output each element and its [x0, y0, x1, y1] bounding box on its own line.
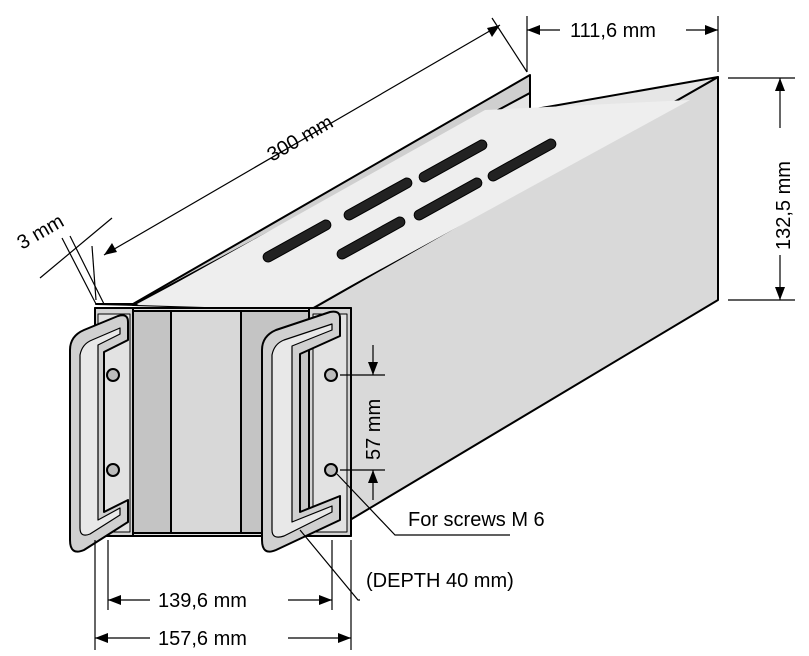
arrow-icon	[705, 25, 718, 35]
right-rack-ear	[261, 307, 352, 553]
depth-dim-line	[103, 24, 501, 256]
left-screw-hole-bottom	[106, 463, 120, 477]
right-ear-plate-inner	[312, 313, 348, 533]
dimension-lines	[39, 16, 795, 650]
screws-callout: For screws M 6	[408, 509, 545, 531]
left-rack-ear	[69, 307, 134, 553]
front-column-left	[132, 310, 172, 534]
arrow-icon	[95, 633, 108, 643]
height-label: 132,5 mm	[773, 161, 795, 250]
arrow-icon	[487, 25, 500, 37]
vent-slot	[262, 219, 332, 263]
outer-width-label: 157,6 mm	[158, 628, 247, 650]
vent-slot	[413, 177, 483, 221]
arrow-icon	[108, 595, 121, 605]
top-width-label: 111,6 mm	[570, 20, 656, 42]
arrow-icon	[104, 243, 117, 255]
vent-slot	[487, 138, 557, 182]
right-screw-hole-bottom	[324, 463, 338, 477]
arrow-icon	[319, 595, 332, 605]
right-handle-inner	[271, 323, 333, 538]
wall-ext-line-2	[69, 235, 105, 305]
left-handle-inner	[79, 327, 121, 536]
handle-depth-callout: (DEPTH 40 mm)	[366, 570, 514, 592]
ventilation-slots	[262, 138, 557, 263]
depth40-leader	[299, 529, 360, 601]
wall-ext-line	[61, 237, 97, 305]
vent-slot	[343, 177, 413, 221]
wall-thickness-label: 3 mm	[14, 210, 68, 254]
left-screw-hole-top	[106, 368, 120, 382]
case-body	[94, 74, 719, 537]
right-screw-hole-top	[324, 368, 338, 382]
arrow-icon	[775, 78, 785, 91]
arrowheads	[95, 25, 785, 643]
arrow-icon	[368, 470, 378, 483]
vent-slot	[418, 139, 488, 183]
hole-spacing-label: 57 mm	[363, 399, 385, 460]
arrow-icon	[338, 633, 351, 643]
arrow-icon	[775, 287, 785, 300]
front-column-center	[170, 310, 242, 534]
left-wall-top-edge	[95, 74, 531, 306]
depth-ext-line-front	[91, 245, 97, 301]
screws-leader	[336, 473, 510, 536]
inner-width-label: 139,6 mm	[158, 590, 247, 612]
vent-slot	[336, 216, 406, 260]
arrow-icon	[368, 362, 378, 375]
arrow-icon	[527, 25, 540, 35]
depth-label: 300 mm	[264, 111, 338, 166]
